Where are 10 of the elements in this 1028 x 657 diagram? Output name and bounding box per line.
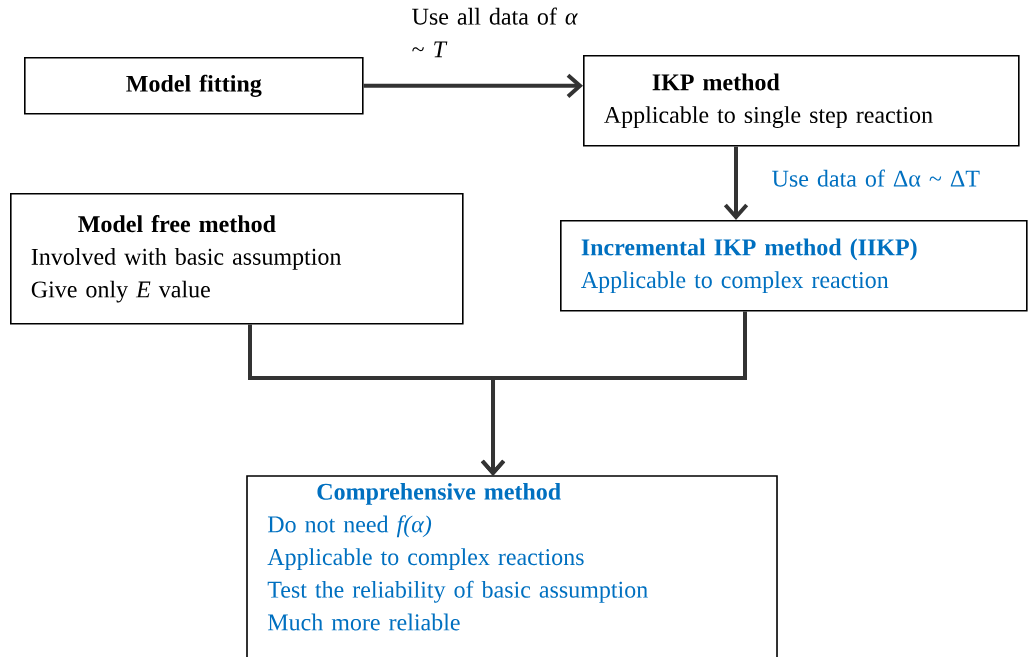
process-box: Model free method Involved with basic assumption Give only E value (10, 193, 464, 325)
process-box: Incremental IKP method (IIKP) Applicable to complex reaction (560, 220, 1028, 312)
edge-label: Use data of Δα ~ ΔT (772, 169, 980, 187)
arrow (723, 146, 749, 220)
edge-label: Use all data of α ~ T (412, 7, 578, 58)
process-box: Model fitting (24, 57, 364, 115)
process-box: Comprehensive method Do not need f(α) Applicable to complex reactions Test the reliability of basic assumption Much more reliable (246, 475, 778, 657)
arrow (480, 311, 747, 476)
arrow (363, 73, 583, 98)
process-box: IKP method Applicable to single step reaction (583, 55, 1020, 147)
